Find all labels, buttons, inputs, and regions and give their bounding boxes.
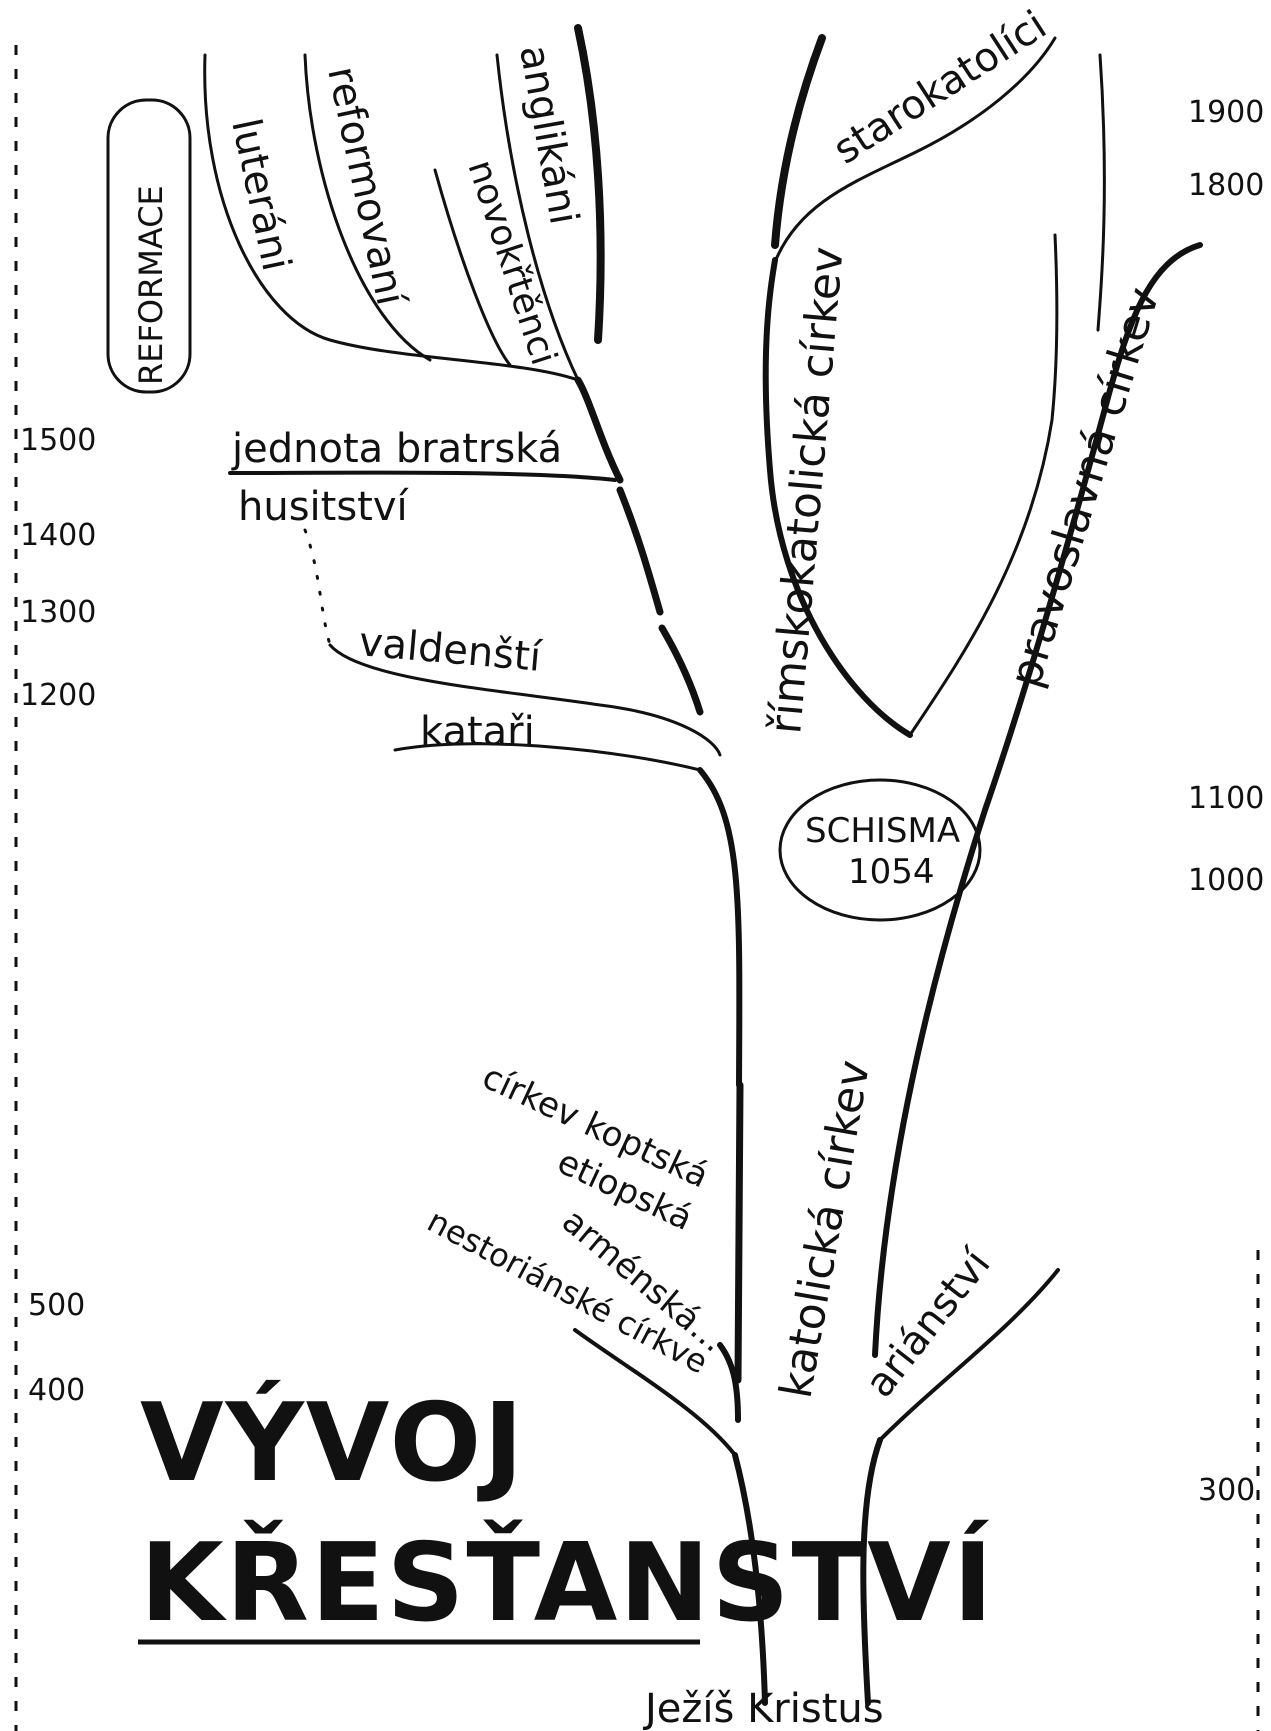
catholic-trunk-mid: [697, 767, 743, 1088]
cathars-branch: [393, 742, 702, 772]
unity-branch: [228, 470, 617, 482]
anglican-thin: [495, 53, 580, 382]
arianism-branch: [878, 1268, 1060, 1442]
nestorian-branch: [573, 1328, 737, 1457]
lutheran-branch: [203, 53, 580, 382]
orthodox-label: pravoslavná církev: [1000, 282, 1170, 693]
roman-catholic-seg3: [574, 376, 624, 484]
reformation-bubble: [106, 98, 192, 394]
roman-catholic-seg1: [658, 624, 704, 716]
year-left-1500: 1500: [20, 423, 96, 458]
orthodox-trunk: [872, 242, 1203, 1358]
schism-year: 1054: [848, 852, 935, 892]
schism-bubble: [778, 778, 982, 922]
valdensians-branch: [328, 643, 722, 757]
lutheran-label: luteráni: [222, 115, 299, 275]
reformed-branch: [303, 53, 432, 362]
root-label: Ježíš Kristus: [642, 1686, 884, 1731]
old-catholic-label: starokatolíci: [825, 2, 1054, 173]
year-right-1100: 1100: [1188, 781, 1264, 816]
reformation-label: REFORMACE: [132, 185, 170, 385]
roman-catholic-seg2: [616, 486, 664, 616]
year-left-400: 400: [28, 1373, 85, 1408]
year-right-300: 300: [1198, 1473, 1255, 1508]
catholic-trunk-upper: [734, 1081, 744, 1384]
title-line2: KŘESŤANSTVÍ: [140, 1518, 995, 1646]
anglican-label: anglikáni: [510, 42, 587, 228]
anglican-bold: [574, 24, 605, 344]
hussite-label: husitství: [238, 484, 410, 530]
hussite-dotted: [303, 528, 332, 647]
year-left-1300: 1300: [20, 595, 96, 630]
oriental-branch: [717, 1342, 741, 1423]
year-left-1200: 1200: [20, 678, 96, 713]
year-right-1000: 1000: [1188, 863, 1264, 898]
reformed-label: reformovaní: [318, 63, 414, 312]
orthodox-v-left: [908, 233, 1059, 737]
orthodox-trunk-bottom: [860, 1437, 883, 1706]
year-right-1800: 1800: [1188, 168, 1264, 203]
year-left-1400: 1400: [20, 518, 96, 553]
old-catholic-branch: [773, 36, 1057, 264]
schism-label: SCHISMA: [805, 811, 960, 851]
catholic-label: katolická církev: [771, 1057, 881, 1402]
anabaptist-branch: [433, 168, 512, 367]
title-line1: VÝVOJ: [140, 1379, 525, 1506]
catholic-trunk: [732, 1452, 768, 1706]
year-left-500: 500: [28, 1288, 85, 1323]
orthodox-thin-top: [1096, 53, 1106, 332]
cathars-label: kataři: [420, 709, 535, 755]
unity-label: jednota bratrská: [231, 426, 562, 472]
year-right-1900: 1900: [1188, 95, 1264, 130]
roman-catholic-bold-top: [771, 34, 826, 249]
roman-catholic-v: [762, 257, 913, 738]
